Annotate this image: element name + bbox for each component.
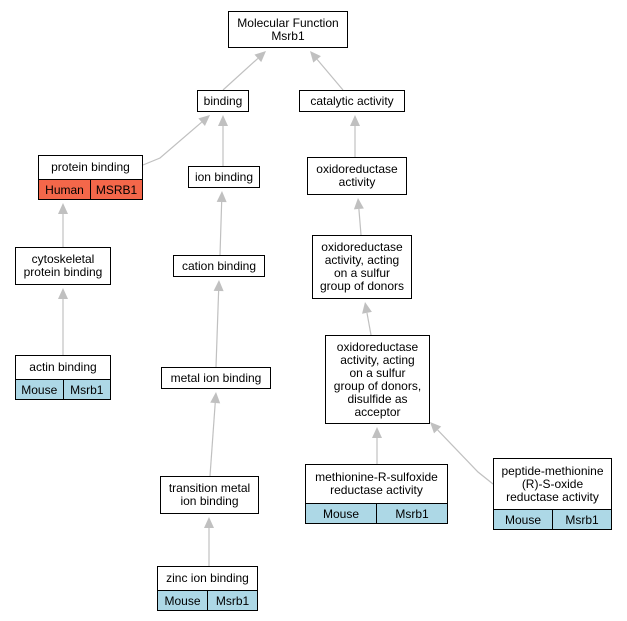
- arrowhead-transition_metal-to-metal_ion: [210, 392, 221, 404]
- gene-tag[interactable]: Msrb1: [207, 591, 257, 610]
- gene-tag[interactable]: Msrb1: [62, 380, 110, 399]
- organism-tag[interactable]: Human: [39, 180, 90, 199]
- arrowhead-oxidoreductase-to-catalytic: [350, 115, 360, 126]
- arrowhead-zinc_binding-to-transition_metal: [204, 517, 214, 528]
- edge-peptide_msr-to-oxido_disulfide: [437, 429, 494, 485]
- node-label: catalytic activity: [310, 93, 394, 108]
- node-label: binding: [203, 93, 243, 108]
- organism-tag[interactable]: Mouse: [306, 504, 376, 523]
- organism-tag[interactable]: Mouse: [16, 380, 63, 399]
- gene-tag[interactable]: MSRB1: [90, 180, 142, 199]
- arrowhead-binding-to-root: [254, 51, 266, 63]
- edge-catalytic-to-root: [316, 59, 344, 91]
- edge-transition_metal-to-metal_ion: [209, 402, 216, 477]
- arrowhead-catalytic-to-root: [310, 51, 321, 63]
- arrowhead-protein_binding-to-binding: [198, 115, 210, 126]
- arrowhead-metal_ion-to-cation_binding: [213, 280, 224, 292]
- edge-binding-to-root: [222, 57, 259, 91]
- node-label: ion binding: [194, 169, 254, 184]
- edge-oxido_sulfur-to-oxidoreductase: [358, 208, 362, 236]
- node-label: cation binding: [181, 258, 257, 273]
- node-metal-ion-binding[interactable]: metal ion binding: [161, 367, 271, 389]
- node-label: actin binding: [29, 360, 97, 374]
- node-label: protein binding: [51, 160, 130, 174]
- node-ion-binding[interactable]: ion binding: [188, 166, 260, 188]
- edge-metal_ion-to-cation_binding: [215, 290, 220, 368]
- node-label: zinc ion binding: [166, 571, 249, 585]
- arrowhead-cation_binding-to-ion_binding: [216, 191, 227, 203]
- node-catalytic-activity[interactable]: catalytic activity: [299, 90, 405, 112]
- arrowhead-ion_binding-to-binding: [218, 115, 228, 126]
- edge-cation_binding-to-ion_binding: [219, 201, 223, 256]
- arrowhead-actin_binding-to-cytoskeletal: [58, 288, 68, 299]
- node-label: metal ion binding: [170, 370, 262, 385]
- arrowhead-msr_r-to-oxido_disulfide: [372, 427, 382, 438]
- organism-tag[interactable]: Mouse: [494, 510, 552, 529]
- arrowhead-cytoskeletal-to-protein_binding: [58, 203, 68, 214]
- arrowhead-oxido_disulfide-to-oxido_sulfur: [362, 302, 372, 314]
- gene-tag[interactable]: Msrb1: [552, 510, 611, 529]
- arrowhead-peptide_msr-to-oxido_disulfide: [430, 422, 442, 434]
- edge-protein_binding-to-binding: [142, 121, 203, 166]
- organism-tag[interactable]: Mouse: [158, 591, 207, 610]
- node-cation-binding[interactable]: cation binding: [173, 255, 265, 277]
- gene-tag[interactable]: Msrb1: [376, 504, 447, 523]
- node-binding[interactable]: binding: [197, 90, 249, 112]
- edge-oxido_disulfide-to-oxido_sulfur: [366, 312, 372, 336]
- arrowhead-oxido_sulfur-to-oxidoreductase: [353, 198, 364, 210]
